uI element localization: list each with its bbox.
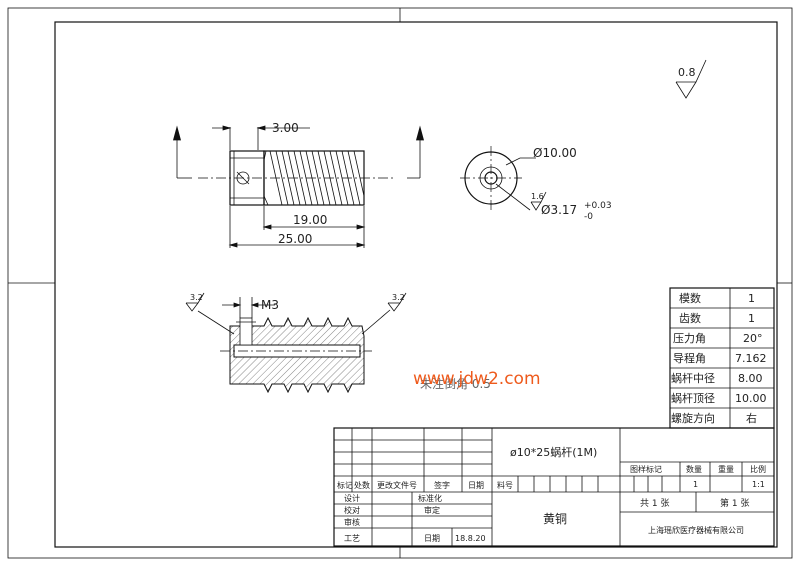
hdr-count: 处数: [354, 480, 370, 490]
quantity-value: 1: [693, 480, 698, 489]
param-value: 20°: [743, 332, 763, 345]
outer-circle: [464, 151, 518, 205]
dim-outer-diameter-text: Ø10.00: [533, 146, 577, 160]
outer-frame: [7, 7, 793, 559]
param-value: 8.00: [738, 372, 763, 385]
lbl-weight: 重量: [718, 464, 734, 474]
bore-circle: [484, 171, 498, 185]
note-chamfer: 未注倒角 0.5: [420, 376, 491, 391]
param-label: 导程角: [673, 352, 706, 365]
date-value: 18.8.20: [455, 534, 486, 543]
param-value: 右: [746, 411, 757, 425]
lbl-process: 工艺: [344, 534, 360, 543]
lbl-stage-mark: 图样标记: [630, 464, 662, 474]
param-label: 蜗杆中径: [671, 371, 715, 385]
lbl-scale: 比例: [750, 464, 766, 474]
lbl-audit: 审核: [344, 517, 360, 527]
param-label: 螺旋方向: [671, 411, 715, 425]
section-view: M3 3.2 3.2 未注倒角 0.5: [185, 292, 491, 394]
param-label: 齿数: [679, 312, 701, 325]
lbl-date: 日期: [424, 534, 440, 543]
lbl-quantity: 数量: [686, 464, 702, 474]
lbl-design: 设计: [344, 493, 360, 503]
dim-bore-diameter-text: Ø3.17: [541, 203, 577, 217]
section-screw-hole: [239, 317, 253, 346]
hdr-material: 料号: [497, 480, 513, 490]
param-label: 压力角: [673, 332, 706, 345]
hdr-sign: 签字: [434, 480, 450, 490]
sheet-number: 第 1 张: [720, 497, 749, 509]
param-value: 7.162: [735, 352, 767, 365]
material-name: 黄铜: [543, 511, 567, 526]
lbl-review: 审定: [424, 505, 440, 515]
hdr-change-doc: 更改文件号: [377, 480, 417, 490]
dim-total-length-text: 25.00: [278, 232, 312, 246]
front-view: 3.00 19.00 25.00: [172, 121, 425, 248]
thread-helix-lines: [263, 150, 365, 206]
dim-bore-tol-upper: +0.03: [584, 201, 612, 211]
param-value: 1: [748, 292, 755, 305]
inner-frame: [54, 21, 778, 548]
lbl-standard: 标准化: [418, 493, 442, 503]
hdr-date: 日期: [468, 481, 484, 490]
set-screw-hole: [236, 171, 250, 185]
param-value: 1: [748, 312, 755, 325]
thread-body: [263, 150, 365, 206]
roughness-left-text: 3.2: [190, 293, 203, 302]
frame-center-marks: [8, 8, 792, 558]
dim-thread-length-text: 19.00: [293, 213, 327, 227]
hdr-mark: 标记: [337, 480, 353, 490]
dim-total-length: [228, 206, 366, 248]
dim-thread-length: [262, 206, 366, 248]
section-arrow-left: [172, 125, 192, 179]
part-name: ø10*25蜗杆(1M): [510, 445, 597, 459]
side-view: Ø10.00 Ø3.17 +0.03 -0 1.6: [460, 146, 612, 222]
company-name: 上海瑶欣医疗器械有限公司: [648, 525, 744, 535]
section-arrow-right: [407, 125, 425, 179]
dim-thread-callout: [222, 297, 275, 318]
surface-finish-value: 0.8: [678, 66, 696, 79]
title-block: 标记 处数 更改文件号 签字 日期 料号 设计 标准化 校对 审定 审核 工艺 …: [333, 427, 775, 547]
surface-finish-symbol-general: 0.8: [675, 59, 707, 99]
watermark-text: www.jdw2.com: [413, 369, 541, 389]
dim-bore-tol-lower: -0: [584, 212, 593, 222]
sheets-total: 共 1 张: [640, 498, 669, 509]
lbl-check: 校对: [344, 505, 360, 515]
params-table: 模数 1 齿数 1 压力角 20° 导程角 7.162 蜗杆中径 8.00 蜗杆…: [669, 287, 775, 429]
param-label: 模数: [679, 292, 701, 305]
dim-shaft-length: [212, 125, 310, 150]
thread-callout-text: M3: [261, 298, 279, 312]
param-value: 10.00: [735, 392, 767, 405]
scale-value: 1:1: [752, 480, 765, 489]
roughness-bore-text: 1.6: [531, 192, 544, 201]
dim-shaft-length-text: 3.00: [272, 121, 299, 135]
param-label: 蜗杆顶径: [671, 391, 715, 405]
roughness-right-text: 3.2: [392, 293, 405, 302]
